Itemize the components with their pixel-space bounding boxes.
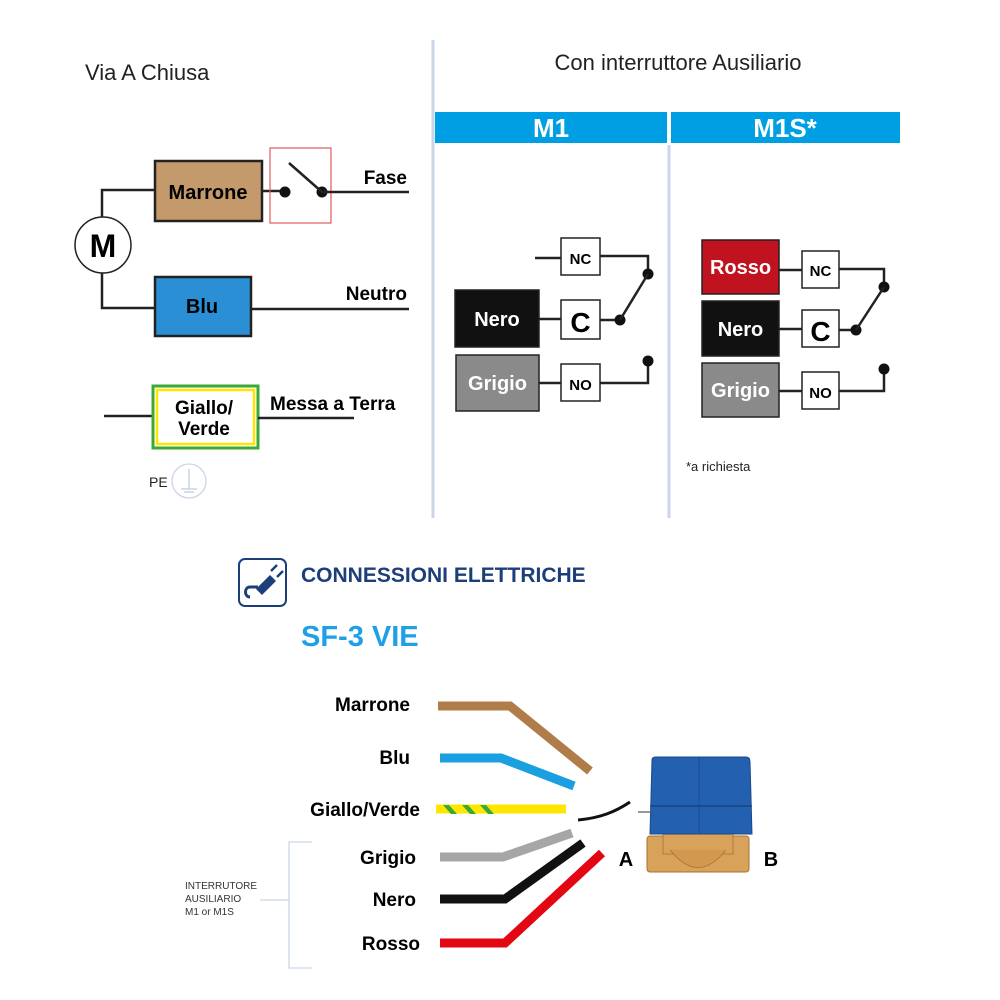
aux-note-line3: M1 or M1S bbox=[185, 907, 234, 918]
blu-label: Blu bbox=[186, 296, 218, 318]
m1s-rosso-box bbox=[701, 239, 780, 295]
motor-label: M bbox=[90, 228, 117, 264]
aux-bracket bbox=[288, 841, 312, 969]
footnote: *a richiesta bbox=[686, 459, 751, 474]
left-panel-title: Via A Chiusa bbox=[85, 60, 210, 85]
wire-segment bbox=[600, 362, 650, 385]
wire-blu bbox=[440, 753, 576, 791]
wire-segment bbox=[600, 254, 650, 274]
giallo-verde-box-inner bbox=[155, 388, 256, 446]
wire-label-rosso: Rosso bbox=[362, 934, 420, 955]
m1-header-label: M1 bbox=[533, 113, 569, 143]
m1-nero-label: Nero bbox=[474, 309, 520, 331]
wire-marrone bbox=[438, 701, 593, 775]
motor-wire-top bbox=[100, 188, 155, 220]
m1s-nero-label: Nero bbox=[718, 319, 764, 341]
right-panel-title: Con interruttore Ausiliario bbox=[554, 50, 801, 75]
aux-note-line2: AUSILIARIO bbox=[185, 894, 241, 905]
m1-nero-box bbox=[454, 289, 540, 348]
m1-grigio-box bbox=[455, 354, 540, 412]
contact-dot bbox=[878, 363, 890, 375]
wire-label-marrone: Marrone bbox=[335, 695, 410, 716]
m1-nc-label: NC bbox=[570, 251, 592, 268]
m1-nc-contact bbox=[560, 237, 601, 276]
valve-icon bbox=[638, 756, 753, 873]
neutro-label: Neutro bbox=[346, 284, 407, 305]
m1s-nero-box bbox=[701, 300, 780, 357]
pe-label: PE bbox=[149, 474, 168, 490]
m1s-diagram: Rosso NC Nero C Grigio NO *a richiesta bbox=[686, 239, 890, 474]
wire-segment bbox=[839, 371, 886, 393]
wire-rosso bbox=[440, 849, 606, 948]
wire-segment bbox=[839, 267, 886, 286]
m1-grigio-label: Grigio bbox=[468, 373, 527, 395]
m1s-header-label: M1S* bbox=[753, 113, 817, 143]
switch-box bbox=[269, 147, 332, 224]
motor-wire-bottom bbox=[100, 268, 155, 310]
marrone-box bbox=[153, 159, 264, 223]
m1s-no-contact bbox=[801, 371, 840, 410]
model-title: SF-3 VIE bbox=[301, 621, 419, 653]
contact-dot bbox=[642, 355, 654, 367]
wire-label-blu: Blu bbox=[379, 748, 410, 769]
wire-grigio bbox=[440, 828, 574, 862]
m1-diagram: NC Nero C Grigio NO bbox=[454, 237, 654, 412]
m1-no-contact bbox=[560, 363, 601, 402]
connections-section: CONNESSIONI ELETTRICHE SF-3 VIE Marrone … bbox=[185, 558, 778, 969]
m1s-c-label: C bbox=[810, 316, 830, 347]
ground-icon bbox=[171, 463, 207, 499]
m1-c-contact bbox=[560, 299, 601, 340]
aux-note-line1: INTERRUTORE bbox=[185, 881, 257, 892]
blu-box bbox=[153, 275, 253, 338]
m1s-nc-label: NC bbox=[810, 263, 832, 280]
wire-giallo-verde bbox=[436, 804, 566, 814]
wire-nero bbox=[440, 839, 586, 904]
fase-label: Fase bbox=[364, 168, 407, 189]
m1s-rosso-label: Rosso bbox=[710, 257, 771, 279]
marrone-label: Marrone bbox=[169, 182, 248, 204]
m1s-no-label: NO bbox=[809, 385, 832, 402]
wire-label-nero: Nero bbox=[373, 890, 416, 911]
giallo-label: Giallo/ bbox=[175, 398, 234, 419]
wire-label-giallo-verde: Giallo/Verde bbox=[310, 800, 420, 821]
m1-header bbox=[435, 112, 667, 143]
m1s-header bbox=[671, 112, 900, 143]
motor-icon bbox=[74, 216, 132, 274]
m1-switch-lever-icon bbox=[618, 273, 650, 321]
right-panel: Con interruttore Ausiliario M1 M1S* NC N… bbox=[435, 50, 900, 518]
verde-label: Verde bbox=[178, 419, 230, 440]
m1s-switch-lever-icon bbox=[854, 286, 886, 331]
port-a-label: A bbox=[619, 849, 633, 871]
m1s-c-contact bbox=[801, 309, 840, 348]
m1-c-label: C bbox=[570, 307, 590, 338]
m1-no-label: NO bbox=[569, 377, 592, 394]
left-panel: Via A Chiusa M Marrone Fase Blu Neutro G… bbox=[74, 60, 409, 499]
switch-lever-icon bbox=[288, 162, 323, 193]
port-b-label: B bbox=[764, 849, 778, 871]
connections-heading: CONNESSIONI ELETTRICHE bbox=[301, 564, 586, 587]
plug-icon bbox=[238, 558, 287, 607]
messa-a-terra-label: Messa a Terra bbox=[270, 394, 396, 415]
m1s-grigio-label: Grigio bbox=[711, 380, 770, 402]
wire-label-grigio: Grigio bbox=[360, 848, 416, 869]
valve-cable bbox=[577, 800, 631, 822]
switch-contact-left bbox=[279, 186, 291, 198]
